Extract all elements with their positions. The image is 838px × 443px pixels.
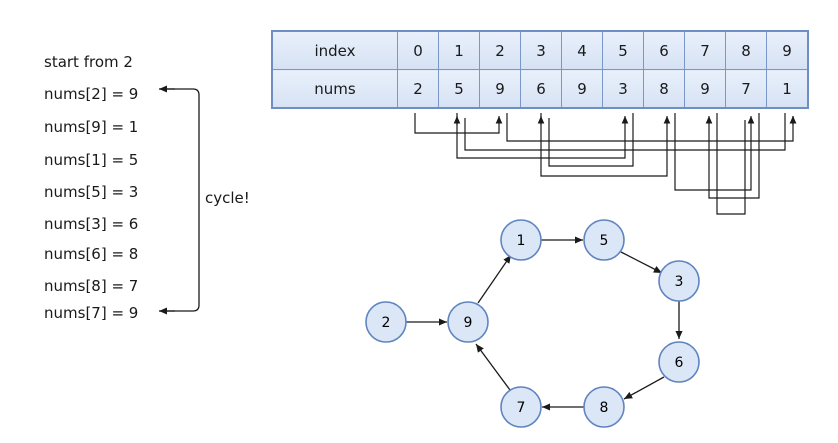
index-row: index 0 1 2 3 4 5 6 7 8 9 — [271, 30, 809, 70]
trace-line-7: nums[8] = 7 — [44, 277, 139, 295]
node-7-label: 7 — [517, 400, 526, 416]
trace-line-3: nums[1] = 5 — [44, 151, 139, 169]
trace-line-8: nums[7] = 9 — [44, 304, 139, 322]
cycle-bracket — [159, 85, 200, 315]
nums-cell: 3 — [602, 69, 644, 109]
edge-9-to-1 — [477, 254, 512, 304]
cycle-label: cycle! — [205, 189, 250, 207]
node-2-label: 2 — [382, 315, 391, 331]
nums-header: nums — [271, 69, 398, 109]
node-3-label: 3 — [675, 274, 684, 290]
node-7: 7 — [500, 386, 542, 428]
index-cell: 8 — [725, 30, 767, 70]
nums-cell: 6 — [520, 69, 562, 109]
node-5-label: 5 — [600, 233, 609, 249]
nums-row: nums 2 5 9 6 9 3 8 9 7 1 — [271, 69, 809, 109]
index-cell: 4 — [561, 30, 603, 70]
nums-cell: 2 — [397, 69, 439, 109]
nums-cell: 8 — [643, 69, 685, 109]
trace-line-2: nums[9] = 1 — [44, 118, 139, 136]
node-1-label: 1 — [517, 233, 526, 249]
trace-line-1: nums[2] = 9 — [44, 85, 139, 103]
wire-3-to-6 — [540, 113, 671, 177]
wire-2-to-9 — [506, 113, 797, 142]
node-9: 9 — [447, 301, 489, 343]
edge-7-to-9 — [475, 343, 511, 391]
wire-7-to-9 — [716, 113, 746, 215]
nums-cell: 7 — [725, 69, 767, 109]
index-cell: 5 — [602, 30, 644, 70]
wire-8-to-7 — [705, 113, 760, 199]
node-5: 5 — [583, 219, 625, 261]
index-wires — [414, 113, 797, 215]
node-6: 6 — [658, 341, 700, 383]
wire-5-to-3 — [548, 113, 634, 167]
node-9-label: 9 — [464, 315, 473, 331]
node-1: 1 — [500, 219, 542, 261]
edge-5-to-3 — [620, 251, 663, 274]
trace-line-4: nums[5] = 3 — [44, 183, 139, 201]
index-cell: 1 — [438, 30, 480, 70]
trace-line-6: nums[6] = 8 — [44, 245, 139, 263]
node-8-label: 8 — [600, 400, 609, 416]
array-table: index 0 1 2 3 4 5 6 7 8 9 nums 2 5 9 6 9… — [271, 30, 809, 109]
graph-edges — [406, 236, 683, 411]
node-8: 8 — [583, 386, 625, 428]
trace-start-text: start from 2 — [44, 53, 133, 71]
node-6-label: 6 — [675, 355, 684, 371]
index-header: index — [271, 30, 398, 70]
wire-6-to-8 — [674, 113, 755, 191]
node-2: 2 — [365, 301, 407, 343]
edge-6-to-8 — [623, 376, 665, 400]
index-cell: 6 — [643, 30, 685, 70]
node-3: 3 — [658, 260, 700, 302]
trace-line-5: nums[3] = 6 — [44, 215, 139, 233]
nums-cell: 9 — [561, 69, 603, 109]
nums-cell: 5 — [438, 69, 480, 109]
index-cell: 2 — [479, 30, 521, 70]
index-cell: 9 — [766, 30, 809, 70]
index-cell: 3 — [520, 30, 562, 70]
nums-cell: 1 — [766, 69, 809, 109]
nums-cell: 9 — [684, 69, 726, 109]
